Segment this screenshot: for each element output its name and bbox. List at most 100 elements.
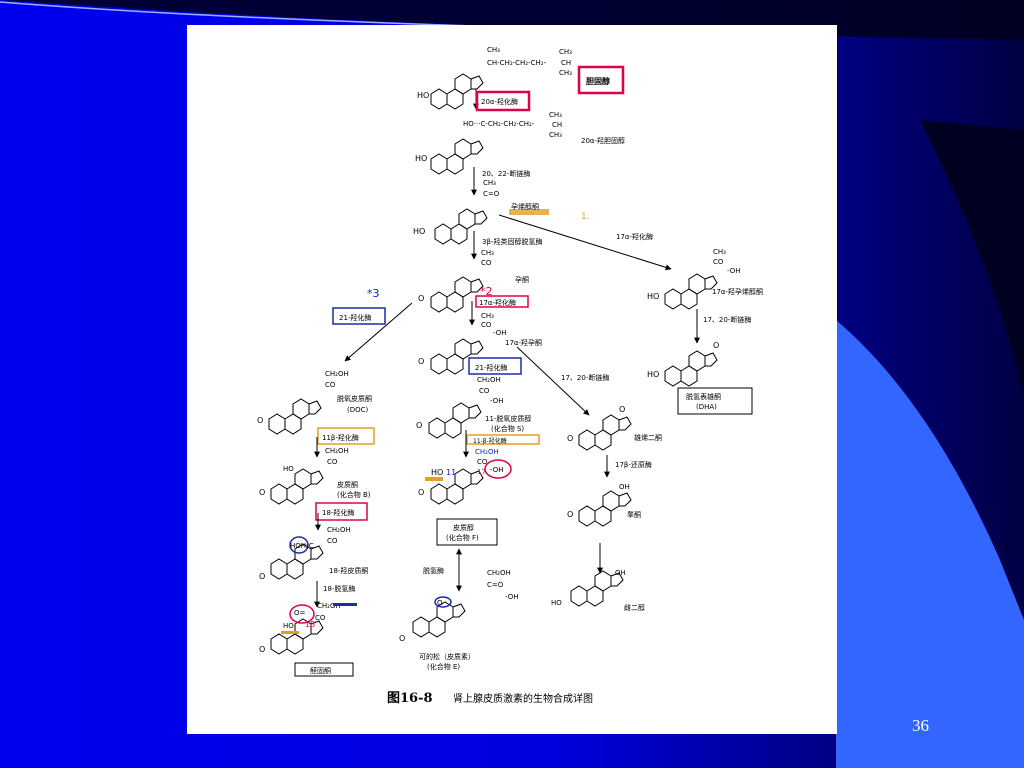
svg-text:O: O	[259, 488, 265, 497]
enzyme-17a-right: 17α-羟化酶	[616, 232, 653, 241]
svg-text:HO: HO	[413, 227, 425, 236]
svg-text:O: O	[399, 634, 405, 643]
enzyme-11b-left: 11β-羟化酶	[322, 433, 359, 442]
hydroxypregnenolone-label: 17α-羟孕烯醇酮	[712, 287, 763, 296]
svg-text:O: O	[567, 510, 573, 519]
svg-text:O=: O=	[294, 609, 306, 617]
svg-text:CO: CO	[481, 259, 492, 267]
svg-text:O: O	[418, 488, 424, 497]
svg-text:-OH: -OH	[490, 397, 504, 405]
svg-text:CO: CO	[477, 458, 488, 466]
testosterone-structure	[578, 490, 632, 527]
svg-text:-OH: -OH	[727, 267, 741, 275]
svg-text:CH₃: CH₃	[481, 312, 494, 320]
svg-text:CO: CO	[327, 458, 338, 466]
svg-text:CH₃: CH₃	[483, 179, 496, 187]
svg-text:C=O: C=O	[483, 190, 500, 198]
doc-structure	[268, 398, 322, 435]
enzyme-1720-right: 17、20-断链酶	[703, 315, 751, 324]
cholesterol-chain: CH-CH₂-CH₂-CH₂-	[487, 59, 547, 67]
svg-text:HOH₂C: HOH₂C	[290, 542, 314, 550]
androstenedione-label: 雄烯二酮	[634, 433, 662, 442]
enzyme-18dh: 18-脱氢酶	[323, 584, 355, 593]
hydroxycholesterol-label: 20α-羟胆固醇	[581, 136, 625, 145]
figure-panel: HO CH₃ CH-CH₂-CH₂-CH₂- CH₃ CH CH₃ 胆固醇 20…	[187, 25, 837, 734]
cortisone-label: 可的松（皮质素）	[419, 652, 475, 661]
enzyme-dehydrogenase: 脱氢酶	[423, 566, 444, 575]
pregnenolone-label: 孕烯醇酮	[511, 202, 539, 211]
svg-text:CH₃: CH₃	[549, 111, 562, 119]
svg-text:-OH: -OH	[505, 593, 519, 601]
estradiol-label: 雌二醇	[624, 603, 645, 612]
svg-text:CH₂OH: CH₂OH	[477, 376, 501, 384]
mark-3: *3	[367, 287, 380, 300]
mark-17: 17	[477, 468, 486, 476]
cortisone-structure	[412, 601, 466, 638]
enzyme-21-mid: 21-羟化酶	[475, 363, 507, 372]
svg-text:OH: OH	[619, 483, 630, 491]
svg-text:HO: HO	[431, 468, 443, 477]
cholesterol-ch: CH	[561, 59, 571, 67]
enzyme-21-left: 21-羟化酶	[339, 313, 371, 322]
svg-text:CH₂OH: CH₂OH	[325, 447, 349, 455]
svg-text:HO: HO	[647, 370, 659, 379]
svg-text:O: O	[257, 416, 263, 425]
biosynthesis-diagram: HO CH₃ CH-CH₂-CH₂-CH₂- CH₃ CH CH₃ 胆固醇 20…	[257, 46, 763, 706]
svg-text:CH₃: CH₃	[481, 249, 494, 257]
enzyme-20a: 20α-羟化酶	[481, 97, 518, 106]
svg-text:O: O	[713, 341, 719, 350]
cholesterol-structure	[430, 73, 484, 110]
svg-text:CO: CO	[325, 381, 336, 389]
svg-text:CH₂OH: CH₂OH	[475, 448, 499, 456]
aldosterone-label: 醛固酮	[310, 666, 331, 675]
svg-text:HO: HO	[551, 599, 562, 607]
svg-text:O: O	[619, 405, 625, 414]
svg-text:CH₃: CH₃	[713, 248, 726, 256]
svg-text:CH₂OH: CH₂OH	[487, 569, 511, 577]
pregnenolone-structure	[434, 208, 488, 245]
mark-11: 11	[446, 468, 456, 477]
androstenedione-structure	[578, 414, 632, 451]
dha-structure	[664, 350, 718, 387]
cholesterol-ch3-top: CH₃	[559, 48, 572, 56]
svg-text:CO: CO	[479, 387, 490, 395]
cholesterol-ch3-bot: CH₃	[559, 69, 572, 77]
svg-text:O: O	[418, 294, 424, 303]
svg-text:O: O	[437, 599, 443, 607]
svg-text:O: O	[567, 434, 573, 443]
svg-text:-OH: -OH	[490, 466, 504, 474]
caption-text: 肾上腺皮质激素的生物合成详图	[453, 692, 593, 705]
svg-text:CH₃: CH₃	[549, 131, 562, 139]
svg-text:CH₂OH: CH₂OH	[327, 526, 351, 534]
cholesterol-label: 胆固醇	[586, 76, 610, 86]
cholesterol-ch3: CH₃	[487, 46, 500, 54]
svg-text:HO: HO	[283, 622, 294, 630]
svg-text:CH: CH	[552, 121, 562, 129]
hydroxycorticosterone-label: 18-羟皮质酮	[329, 566, 368, 575]
compound-s-structure	[428, 402, 482, 439]
enzyme-11b-mid: 11-β-羟化酶	[473, 437, 507, 445]
enzyme-17a-left: 17α-羟化酶	[479, 298, 516, 307]
svg-text:CO: CO	[481, 321, 492, 329]
svg-text:O: O	[418, 357, 424, 366]
enzyme-2022: 20、22-断链酶	[482, 169, 530, 178]
svg-text:C=O: C=O	[487, 581, 504, 589]
svg-text:-OH: -OH	[493, 329, 507, 337]
svg-text:CO: CO	[327, 537, 338, 545]
svg-text:(DOC): (DOC)	[347, 406, 369, 414]
svg-text:O: O	[416, 421, 422, 430]
svg-text:OH: OH	[615, 569, 626, 577]
svg-text:(DHA): (DHA)	[696, 403, 717, 411]
decorative-wave	[836, 320, 1024, 768]
enzyme-17b: 17β-还原酶	[615, 460, 652, 469]
corticosterone-structure	[270, 468, 324, 505]
mark-2: *2	[480, 285, 493, 298]
corticosterone-label: 皮质酮	[337, 480, 358, 489]
svg-text:HO: HO	[647, 292, 659, 301]
enzyme-1720-mid: 17、20-断链酶	[561, 373, 609, 382]
doc-label: 脱氧皮质酮	[337, 394, 372, 403]
svg-text:CH₂OH: CH₂OH	[317, 602, 341, 610]
enzyme-3b: 3β-羟类固醇脱氢酶	[482, 237, 542, 246]
svg-text:CO: CO	[713, 258, 724, 266]
svg-text:CO: CO	[315, 614, 326, 622]
